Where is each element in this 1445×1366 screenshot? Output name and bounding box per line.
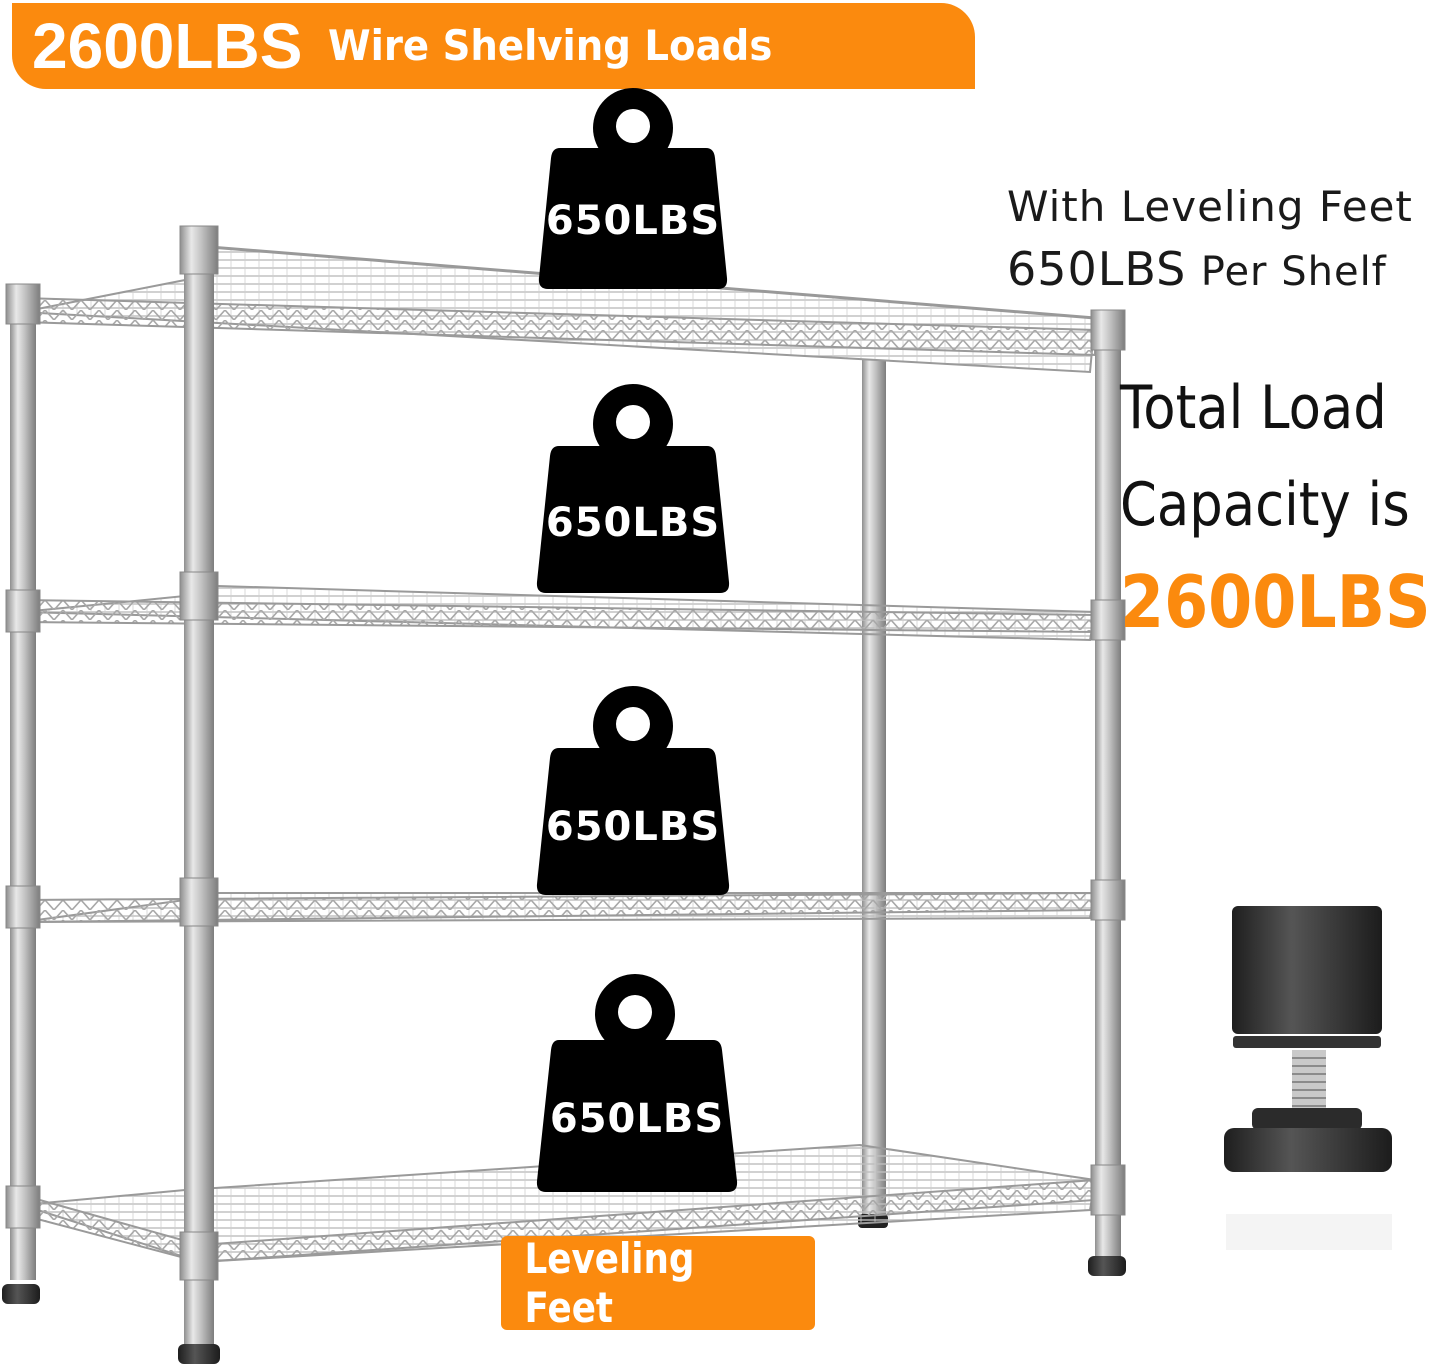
per-shelf-note: With Leveling Feet 650LBS Per Shelf [1007,176,1413,303]
headline-capacity: 2600LBS [32,10,303,82]
weight-label: 650LBS [545,500,721,546]
kettlebell-weight-icon [536,384,730,593]
total-capacity-line1: Total Load [1120,373,1387,443]
total-capacity-value: 2600LBS [1120,560,1431,644]
weight-label: 650LBS [545,198,721,244]
post-right-front [1088,309,1126,1276]
side-note-line2: 650LBS Per Shelf [1007,238,1413,303]
side-note-line1: With Leveling Feet [1007,182,1413,231]
leveling-foot-closeup [1224,906,1392,1250]
post-left-front [178,225,220,1364]
weight-label: 650LBS [545,804,721,850]
weight-icon-shelf-2: 650LBS [535,382,731,595]
total-capacity-block: Total Load Capacity is 2600LBS [1120,360,1431,651]
weight-icon-shelf-1: 650LBS [538,86,728,291]
weight-label: 650LBS [549,1096,725,1142]
weight-icon-shelf-3: 650LBS [535,684,731,897]
kettlebell-weight-icon [536,974,738,1192]
kettlebell-weight-icon [538,88,728,289]
headline-subtitle: Wire Shelving Loads [328,21,773,70]
back-post-right [858,360,888,1228]
per-shelf-value: 650LBS [1007,242,1187,296]
per-shelf-label: Per Shelf [1200,249,1387,295]
post-left-outer [2,283,41,1304]
leveling-feet-label: Leveling Feet [524,1234,695,1332]
total-capacity-line2: Capacity is [1120,470,1410,540]
leveling-feet-badge: Leveling Feet [501,1234,815,1332]
kettlebell-weight-icon [536,686,730,895]
headline-banner: 2600LBS Wire Shelving Loads [12,3,975,89]
weight-icon-shelf-4: 650LBS [535,972,739,1194]
